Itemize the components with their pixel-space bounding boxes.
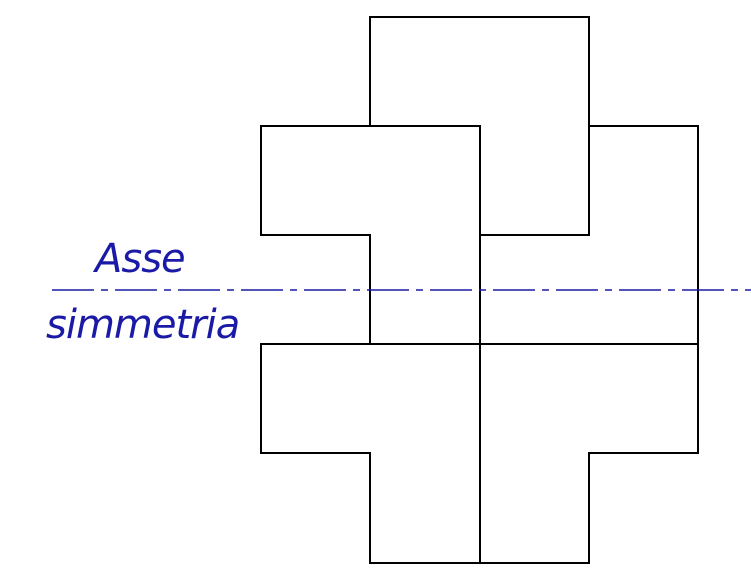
lower-right-piece bbox=[479, 343, 699, 564]
axis-label-line2: simmetria bbox=[46, 302, 239, 348]
axis-label-line1: Asse bbox=[92, 236, 185, 282]
upper-left-piece bbox=[260, 125, 481, 345]
upper-right-piece bbox=[479, 125, 699, 345]
lower-left-piece bbox=[260, 343, 481, 564]
